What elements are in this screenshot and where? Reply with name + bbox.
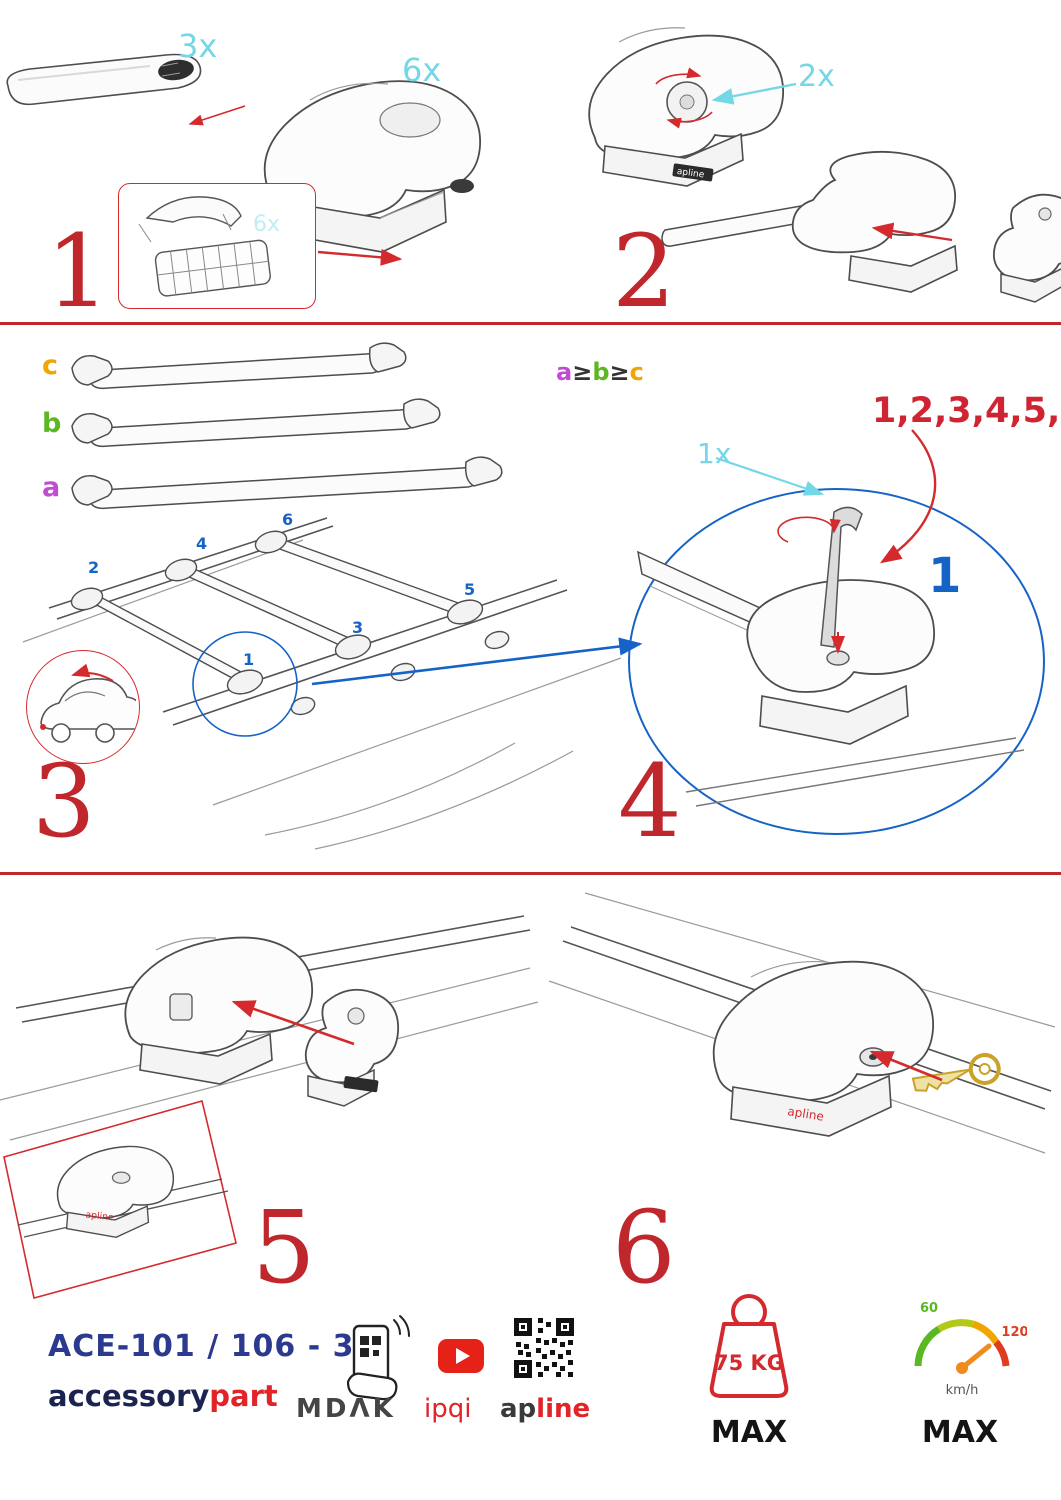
foot-assembly-icon xyxy=(263,80,481,253)
phone-scan-icon xyxy=(346,1315,410,1401)
step5-illustration xyxy=(0,915,539,1141)
crossbar-tube-icon xyxy=(6,53,202,106)
ineq-c: c xyxy=(629,358,644,386)
foot-brand-text: apline xyxy=(676,167,705,181)
roof-mounting-illustration xyxy=(22,517,622,850)
crossbar-sizes-illustration xyxy=(71,342,503,510)
tighten-sequence-label: 1,2,3,4,5,6 xyxy=(872,391,1061,431)
bar-label-a: a xyxy=(42,472,61,503)
pad-qty-label: 6x xyxy=(253,212,281,237)
weight-icon: 75 KG xyxy=(709,1294,789,1398)
bar-c-icon xyxy=(71,342,407,390)
position-label-6: 6 xyxy=(282,510,294,529)
weight-value-text: 75 KG xyxy=(714,1351,784,1375)
bar-b-icon xyxy=(71,398,441,448)
foot-brand-text-2: apline xyxy=(787,1104,825,1124)
allen-key-icon xyxy=(820,506,863,648)
mdak-logo: MDΛK xyxy=(296,1394,396,1424)
bar-label-b: b xyxy=(42,408,62,439)
speed-min-text: 60 xyxy=(920,1301,938,1316)
foot-on-rail-icon xyxy=(124,936,313,1085)
size-inequality: a≥b≥c xyxy=(556,360,644,384)
speed-max-label: MAX xyxy=(921,1415,999,1450)
weight-max-label: MAX xyxy=(710,1415,788,1450)
speedometer-icon: 60 120 km/h xyxy=(914,1301,1027,1398)
step5-result-inset: apline xyxy=(3,1100,237,1299)
accessorypart-logo: accessorypart xyxy=(48,1382,278,1411)
youtube-icon xyxy=(438,1339,484,1373)
position-label-5: 5 xyxy=(464,580,476,599)
knob-qty-label: 2x xyxy=(798,59,835,94)
speed-unit-text: km/h xyxy=(946,1383,979,1398)
step6-number: 6 xyxy=(612,1189,676,1306)
apline-logo: apline xyxy=(500,1396,590,1422)
position-label-2: 2 xyxy=(88,558,100,577)
position-label-1: 1 xyxy=(243,650,255,669)
position-label-4: 4 xyxy=(196,534,208,553)
bar-qty-label: 3x xyxy=(178,27,218,65)
step1-illustration xyxy=(6,53,481,253)
pad-detail-inset: 6x xyxy=(118,183,316,309)
brand-ap-text: ap xyxy=(500,1394,537,1424)
ineq-ge2: ≥ xyxy=(609,358,630,386)
position1-highlight-circle xyxy=(192,631,298,737)
rubber-pad-icon xyxy=(138,196,271,297)
inset-foot-brand-text: apline xyxy=(85,1209,115,1223)
mounted-bars xyxy=(70,530,510,716)
ineq-b: b xyxy=(592,358,610,386)
car-icon xyxy=(40,663,136,743)
ipqi-logo: ipqi xyxy=(424,1394,472,1424)
step2-illustration: apline xyxy=(588,27,1061,303)
foot-qty-label: 6x xyxy=(402,51,442,89)
brand-line-text: line xyxy=(536,1394,591,1424)
step3-number: 3 xyxy=(32,743,96,860)
car-direction-inset xyxy=(26,650,140,764)
key-qty-label: 1x xyxy=(697,437,732,470)
qr-code-icon xyxy=(512,1316,576,1380)
step2-number: 2 xyxy=(612,213,676,330)
torque-detail-illustration xyxy=(637,506,1025,807)
sequence-start-label: 1 xyxy=(928,548,962,604)
product-code: ACE-101 / 106 - 3X xyxy=(48,1329,379,1364)
position-label-3: 3 xyxy=(352,618,364,637)
side-cover-icon xyxy=(304,988,399,1107)
section-divider-1 xyxy=(0,322,1061,325)
step1-number: 1 xyxy=(46,213,110,330)
brand-accessory-text: accessory xyxy=(48,1379,210,1413)
bar-a-icon xyxy=(71,456,503,510)
ineq-ge1: ≥ xyxy=(572,358,593,386)
speed-max-value-text: 120 xyxy=(1001,1325,1027,1340)
zoom-detail-ellipse xyxy=(628,488,1045,835)
step5-number: 5 xyxy=(252,1189,316,1306)
bar-endcap-icon xyxy=(661,150,1061,303)
step4-number: 4 xyxy=(618,743,682,860)
foot-knob-icon: apline xyxy=(588,27,784,187)
ineq-a: a xyxy=(556,358,573,386)
brand-part-text: part xyxy=(209,1379,278,1413)
section-divider-2 xyxy=(0,872,1061,875)
inset-foot-icon: apline xyxy=(56,1145,175,1238)
bar-label-c: c xyxy=(42,350,59,381)
